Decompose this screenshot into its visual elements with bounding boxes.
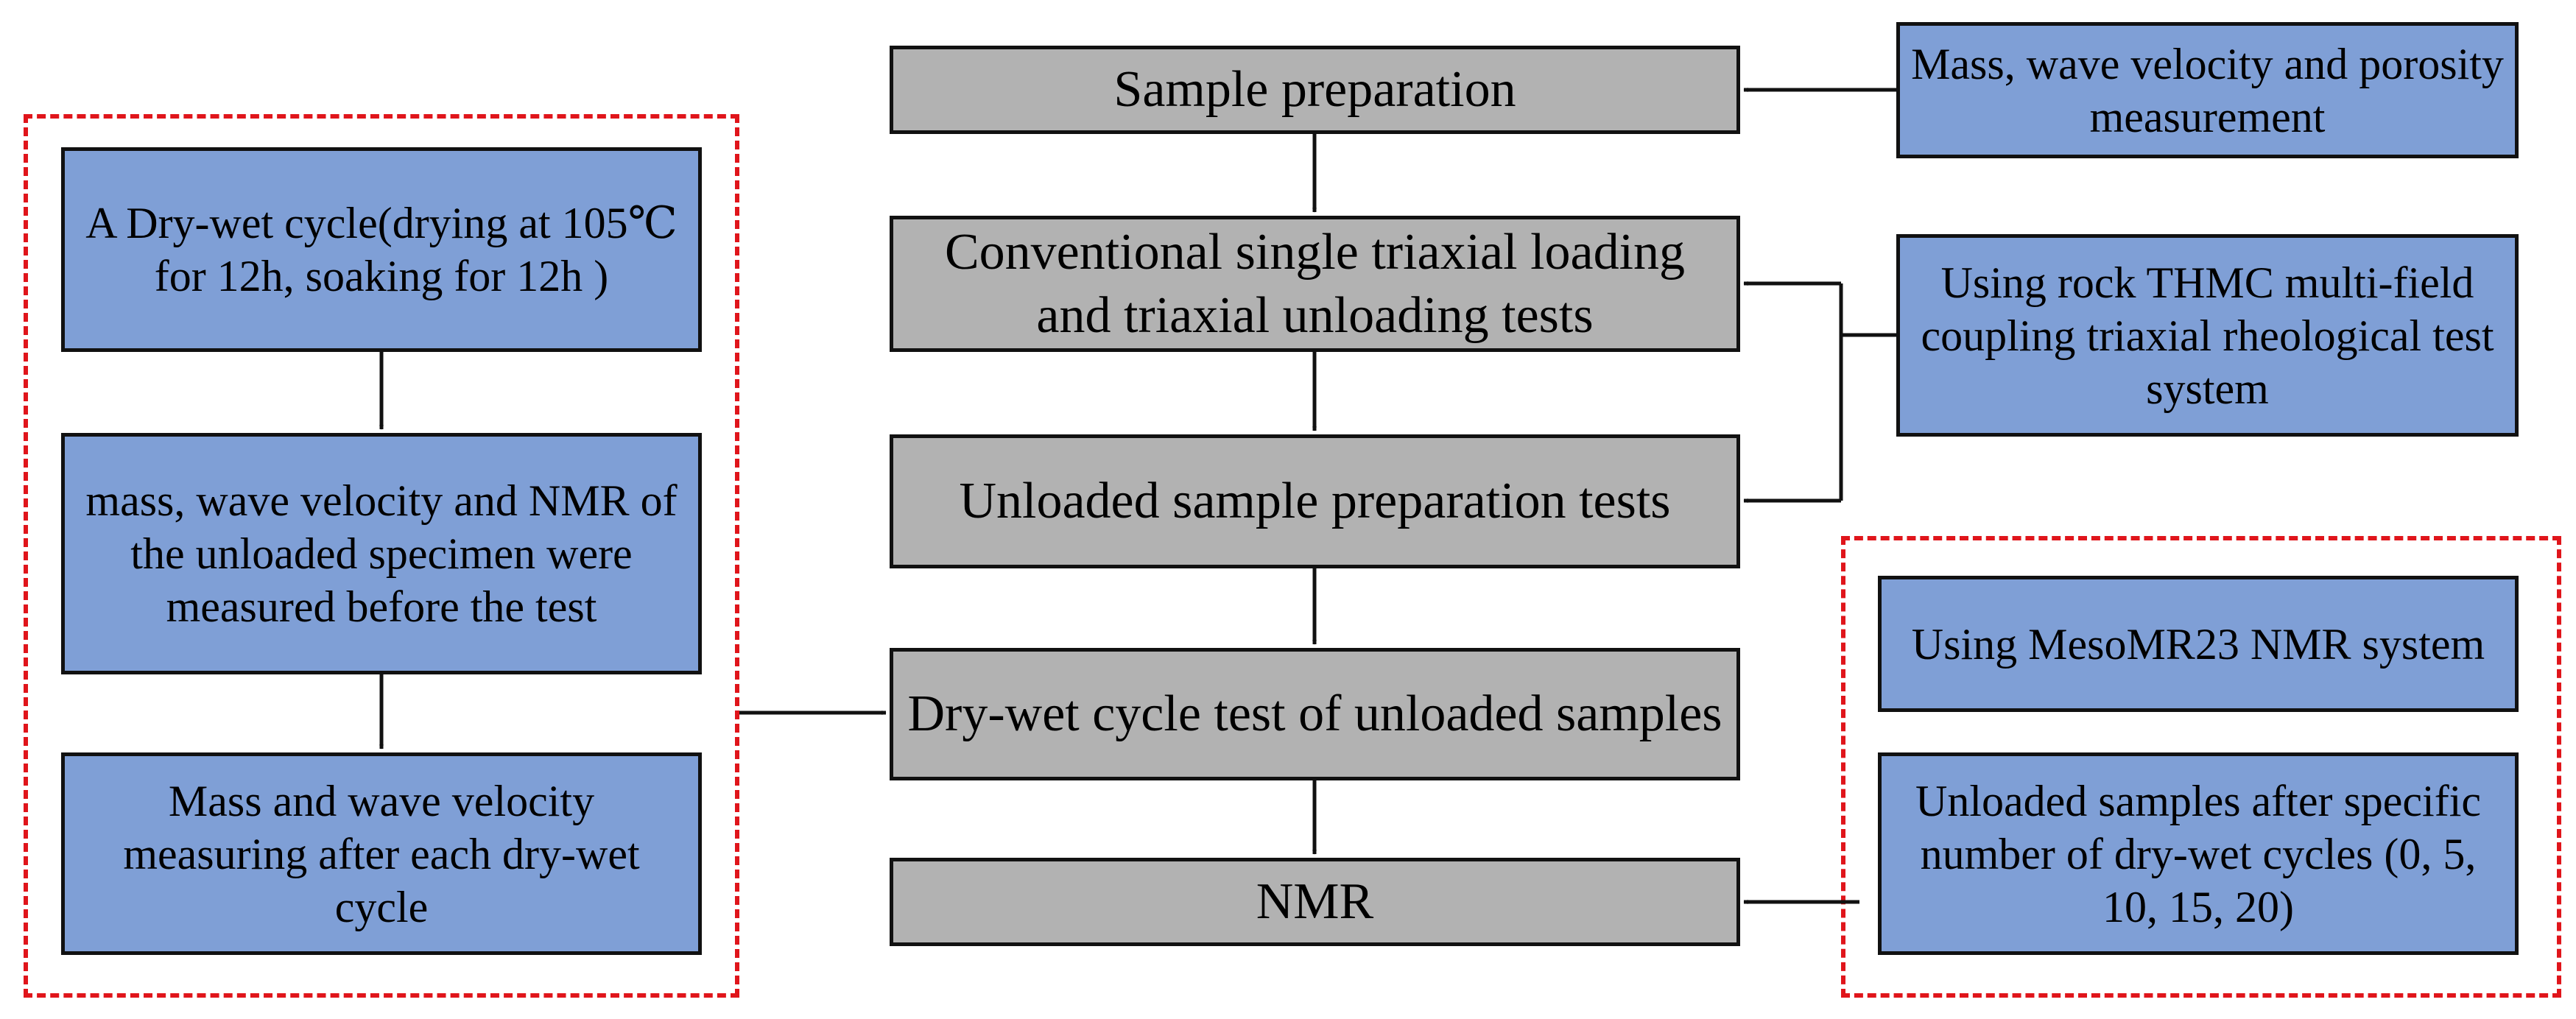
left-group-frame — [24, 114, 739, 998]
mass-wave-porosity-text: Mass, wave velocity and porosity measure… — [1911, 39, 2504, 141]
thmc-system-box: Using rock THMC multi-field coupling tri… — [1896, 234, 2519, 437]
sample-preparation-box: Sample preparation — [890, 46, 1740, 134]
unloaded-sample-prep-box: Unloaded sample preparation tests — [890, 434, 1740, 568]
per-cycle-measurement-text: Mass and wave velocity measuring after e… — [123, 776, 640, 931]
nmr-text: NMR — [1256, 873, 1374, 931]
per-cycle-measurement-box: Mass and wave velocity measuring after e… — [61, 752, 702, 955]
thmc-system-text: Using rock THMC multi-field coupling tri… — [1921, 258, 2494, 413]
conventional-tests-text: Conventional single triaxial loading and… — [944, 224, 1686, 344]
mesomr23-system-box: Using MesoMR23 NMR system — [1878, 576, 2519, 712]
mass-wave-porosity-box: Mass, wave velocity and porosity measure… — [1896, 22, 2519, 158]
conventional-tests-box: Conventional single triaxial loading and… — [890, 216, 1740, 352]
dry-wet-cycle-definition-box: A Dry-wet cycle(drying at 105℃ for 12h, … — [61, 147, 702, 352]
dry-wet-cycle-test-box: Dry-wet cycle test of unloaded samples — [890, 648, 1740, 780]
sample-preparation-text: Sample preparation — [1113, 61, 1516, 119]
pre-test-measurement-text: mass, wave velocity and NMR of the unloa… — [85, 476, 678, 631]
cycle-samples-text: Unloaded samples after specific number o… — [1915, 776, 2482, 931]
right-group-frame — [1841, 536, 2561, 998]
dry-wet-cycle-definition-text: A Dry-wet cycle(drying at 105℃ for 12h, … — [85, 199, 678, 300]
cycle-samples-box: Unloaded samples after specific number o… — [1878, 752, 2519, 955]
pre-test-measurement-box: mass, wave velocity and NMR of the unloa… — [61, 433, 702, 674]
unloaded-sample-prep-text: Unloaded sample preparation tests — [959, 473, 1671, 530]
mesomr23-system-text: Using MesoMR23 NMR system — [1911, 619, 2485, 669]
nmr-box: NMR — [890, 858, 1740, 946]
dry-wet-cycle-test-text: Dry-wet cycle test of unloaded samples — [907, 685, 1722, 743]
